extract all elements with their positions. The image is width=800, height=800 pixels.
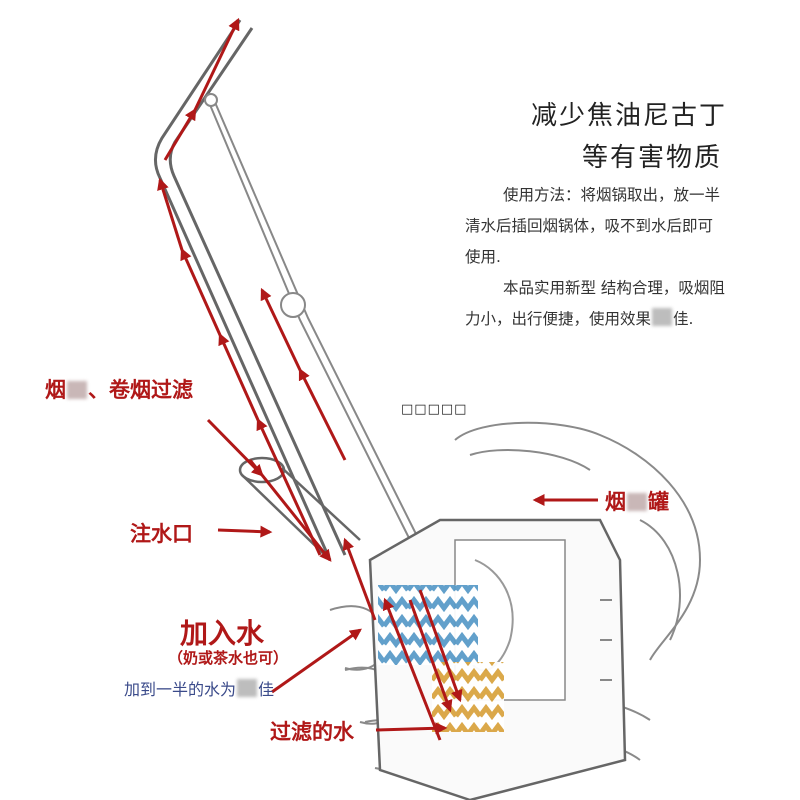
label-half-b: 佳 bbox=[258, 680, 274, 699]
label-half-a: 加到一半的水为 bbox=[124, 680, 236, 699]
label-filtered-water: 过滤的水 bbox=[270, 716, 354, 746]
redacted-text bbox=[652, 308, 672, 326]
redacted-text bbox=[237, 679, 257, 697]
product-description-b: 佳. bbox=[673, 310, 693, 328]
label-add-water-sub: （奶或茶水也可） bbox=[168, 647, 288, 668]
label-half-water: 加到一半的水为 佳 bbox=[124, 676, 274, 700]
label-jar-a: 烟 bbox=[605, 489, 626, 514]
watermark: □□□□□ bbox=[401, 402, 467, 417]
headline-line-2: 等有害物质 bbox=[582, 137, 722, 174]
label-jar-b: 罐 bbox=[648, 489, 669, 514]
usage-instructions: 使用方法：将烟锅取出，放一半清水后插回烟锅体，吸不到水后即可使用. bbox=[465, 180, 725, 273]
filtered-water-fill bbox=[432, 662, 504, 732]
headline-line-1: 减少焦油尼古丁 bbox=[531, 95, 727, 132]
label-filter: 烟、卷烟过滤 bbox=[45, 374, 193, 404]
label-filter-b: 、卷烟过滤 bbox=[88, 377, 193, 402]
product-description: 本品实用新型 结构合理，吸烟阻力小，出行便捷，使用效果佳. bbox=[465, 273, 725, 335]
label-filter-a: 烟 bbox=[45, 377, 66, 402]
redacted-text bbox=[67, 381, 87, 399]
label-jar: 烟罐 bbox=[605, 486, 669, 516]
redacted-text bbox=[627, 493, 647, 511]
label-add-water: 加入水 bbox=[180, 612, 264, 652]
label-inlet: 注水口 bbox=[130, 518, 193, 548]
